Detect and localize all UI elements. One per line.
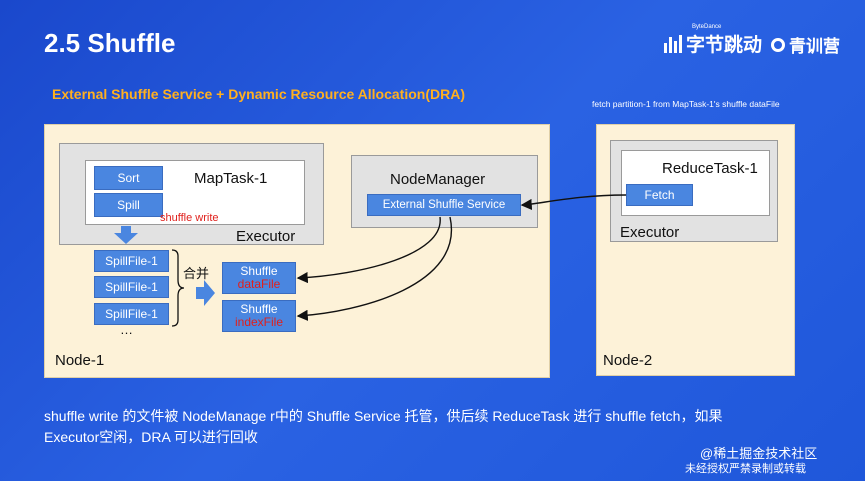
qingxunying-ring-icon bbox=[771, 37, 785, 52]
page-title: 2.5 Shuffle bbox=[44, 28, 176, 58]
nodemanager-label: NodeManager bbox=[390, 171, 486, 188]
merge-label: 合并 bbox=[183, 266, 210, 281]
qingxunying-logo-text: 青训营 bbox=[789, 37, 840, 56]
spillfile-box: SpillFile-1 bbox=[94, 250, 169, 272]
node-1-label: Node-1 bbox=[55, 352, 105, 369]
description-line-1: shuffle write 的文件被 NodeManage r中的 Shuffl… bbox=[44, 408, 723, 424]
spillfile-box: SpillFile-1 bbox=[94, 276, 169, 298]
maptask-label: MapTask-1 bbox=[194, 170, 268, 187]
node-2-executor-label: Executor bbox=[620, 224, 680, 241]
bytedance-logo: ByteDance 字节跳动 bbox=[664, 24, 763, 57]
merge-bracket bbox=[171, 249, 185, 327]
reducetask-label: ReduceTask-1 bbox=[662, 160, 758, 177]
shuffle-write-label: shuffle write bbox=[160, 212, 219, 224]
diagram-subtitle: External Shuffle Service + Dynamic Resou… bbox=[52, 86, 465, 102]
watermark-line-2: 未经授权严禁录制或转载 bbox=[685, 463, 806, 475]
spillfile-ellipsis: … bbox=[120, 322, 133, 337]
sort-box: Sort bbox=[94, 166, 163, 190]
spill-box: Spill bbox=[94, 193, 163, 217]
description-text: shuffle write 的文件被 NodeManage r中的 Shuffl… bbox=[44, 406, 804, 448]
merge-arrow-icon bbox=[196, 280, 215, 306]
bytedance-logo-text: 字节跳动 bbox=[686, 35, 763, 56]
shuffle-indexfile-line1: Shuffle bbox=[240, 302, 278, 316]
bytedance-bars-icon bbox=[664, 34, 682, 53]
shuffle-datafile-box: Shuffle dataFile bbox=[222, 262, 296, 294]
shuffle-datafile-line1: Shuffle bbox=[240, 264, 278, 278]
qingxunying-logo: 青训营 bbox=[771, 32, 840, 57]
spillfile-box: SpillFile-1 bbox=[94, 303, 169, 325]
fetch-note: fetch partition-1 from MapTask-1's shuff… bbox=[592, 99, 780, 109]
node-2-label: Node-2 bbox=[603, 352, 653, 369]
fetch-box: Fetch bbox=[626, 184, 693, 206]
description-line-2: Executor空闲，DRA 可以进行回收 bbox=[44, 429, 258, 445]
shuffle-datafile-line2: dataFile bbox=[237, 277, 281, 291]
watermark-line-1: @稀土掘金技术社区 bbox=[700, 446, 818, 461]
node-1-executor-label: Executor bbox=[236, 228, 296, 245]
bytedance-logo-small: ByteDance bbox=[692, 24, 722, 30]
shuffle-indexfile-box: Shuffle indexFile bbox=[222, 300, 296, 332]
external-shuffle-service-box: External Shuffle Service bbox=[367, 194, 521, 216]
down-arrow-icon bbox=[114, 226, 138, 244]
shuffle-indexfile-line2: indexFile bbox=[234, 315, 284, 329]
